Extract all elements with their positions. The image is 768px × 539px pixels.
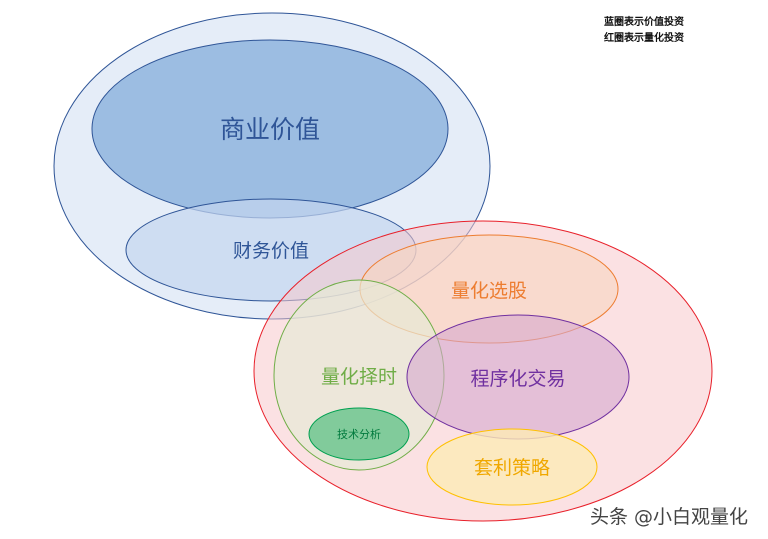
quant-timing-label: 量化择时 — [321, 366, 397, 388]
financial-value-label: 财务价值 — [233, 240, 309, 262]
arbitrage-strategy-circle — [426, 428, 598, 506]
quant-stock-selection-label: 量化选股 — [451, 280, 527, 302]
arbitrage-strategy-label: 套利策略 — [474, 457, 550, 479]
technical-analysis-circle — [308, 407, 410, 461]
legend-red-note: 红圈表示量化投资 — [604, 33, 684, 44]
watermark: 头条 @小白观量化 — [590, 506, 749, 528]
business-value-label: 商业价值 — [220, 115, 320, 144]
technical-analysis-label: 技术分析 — [337, 427, 381, 441]
program-trading-label: 程序化交易 — [470, 368, 565, 390]
legend-blue-note: 蓝圈表示价值投资 — [604, 17, 684, 28]
